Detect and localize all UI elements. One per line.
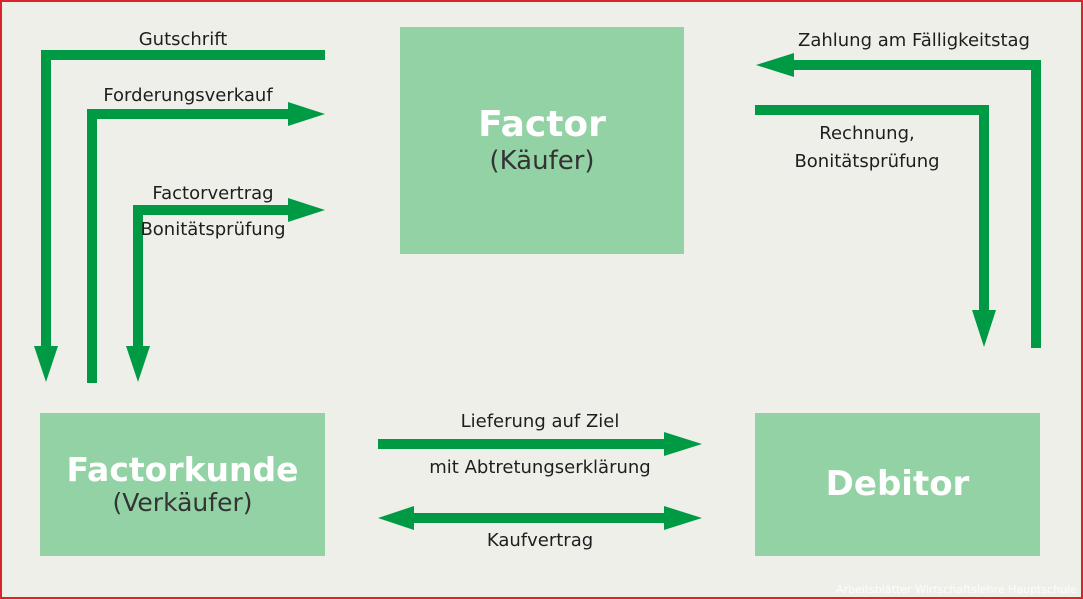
factor-subtitle: (Käufer) [489,145,595,176]
factorkunde-box: Factorkunde (Verkäufer) [40,413,325,556]
label-factorvertrag: Factorvertrag [152,183,274,204]
factorvertrag-arrowhead-down [126,346,150,382]
lieferung-arrowhead [664,432,702,456]
kaufvertrag-arrowhead-right [664,506,702,530]
rechnung-arrow [755,105,989,314]
factorvertrag-arrowhead-right [288,198,325,222]
label-forderungsverkauf: Forderungsverkauf [103,85,273,106]
label-kaufvertrag: Kaufvertrag [486,530,594,551]
debitor-title: Debitor [825,463,970,504]
gutschrift-arrow [41,50,325,350]
zahlung-arrowhead [756,53,794,77]
forderungsverkauf-arrowhead [288,102,325,126]
label-zahlung: Zahlung am Fälligkeitstag [798,30,1030,51]
factor-box: Factor (Käufer) [400,27,684,254]
label-abtretung: mit Abtretungserklärung [429,457,651,478]
kaufvertrag-arrowhead-left [378,506,414,530]
factorkunde-subtitle: (Verkäufer) [112,488,253,518]
rechnung-arrowhead [972,310,996,347]
gutschrift-arrowhead [34,346,58,382]
forderungsverkauf-arrow [87,109,292,383]
factorkunde-title: Factorkunde [66,449,299,489]
label-rechnung: Rechnung, [819,123,915,144]
debitor-box: Debitor [755,413,1040,556]
factorvertrag-arrow [133,205,292,350]
label-lieferung: Lieferung auf Ziel [460,411,620,432]
factor-title: Factor [478,104,606,146]
image-credit: Arbeitsblätter Wirtschaftslehre Hauptsch… [836,583,1077,596]
label-gutschrift: Gutschrift [138,29,228,50]
label-bonitaetspruefung-right: Bonitätsprüfung [794,151,940,172]
zahlung-arrow [790,60,1041,348]
label-bonitaetspruefung-left: Bonitätsprüfung [140,219,286,240]
